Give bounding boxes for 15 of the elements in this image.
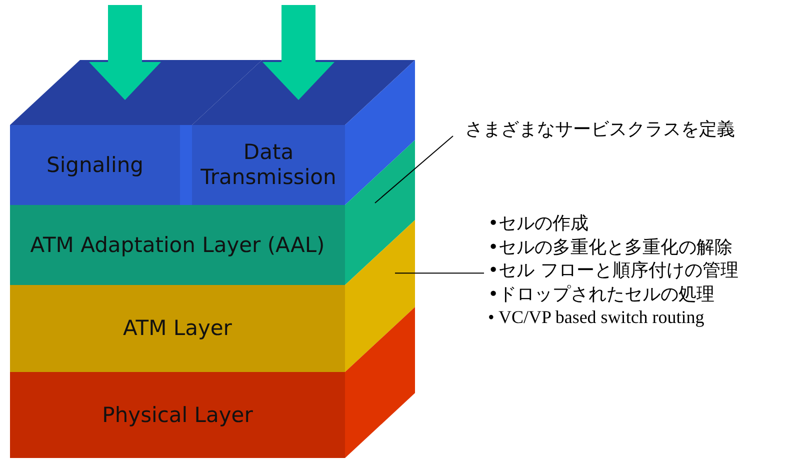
bullet-text: •セル フローと順序付けの管理: [488, 259, 740, 282]
layer-label: Signaling: [46, 152, 144, 178]
arrow: [89, 5, 161, 100]
bullet-text: • VC/VP based switch routing: [488, 306, 706, 329]
leader-line: [374, 136, 454, 204]
leader-line: [394, 272, 484, 274]
bullet-text: •ドロップされたセルの処理: [488, 282, 716, 306]
bullet-text: •セルの多重化と多重化の解除: [488, 236, 734, 259]
layer-label: Physical Layer: [101, 402, 254, 428]
bullet-text: さまざまなサービスクラスを定義: [465, 118, 736, 142]
layer-label: Data Transmission: [200, 140, 338, 190]
arrow: [262, 5, 334, 100]
bullet-text: •セルの作成: [488, 212, 590, 236]
layer-label: ATM Adaptation Layer (AAL): [29, 232, 326, 258]
layer-label: ATM Layer: [122, 316, 233, 341]
